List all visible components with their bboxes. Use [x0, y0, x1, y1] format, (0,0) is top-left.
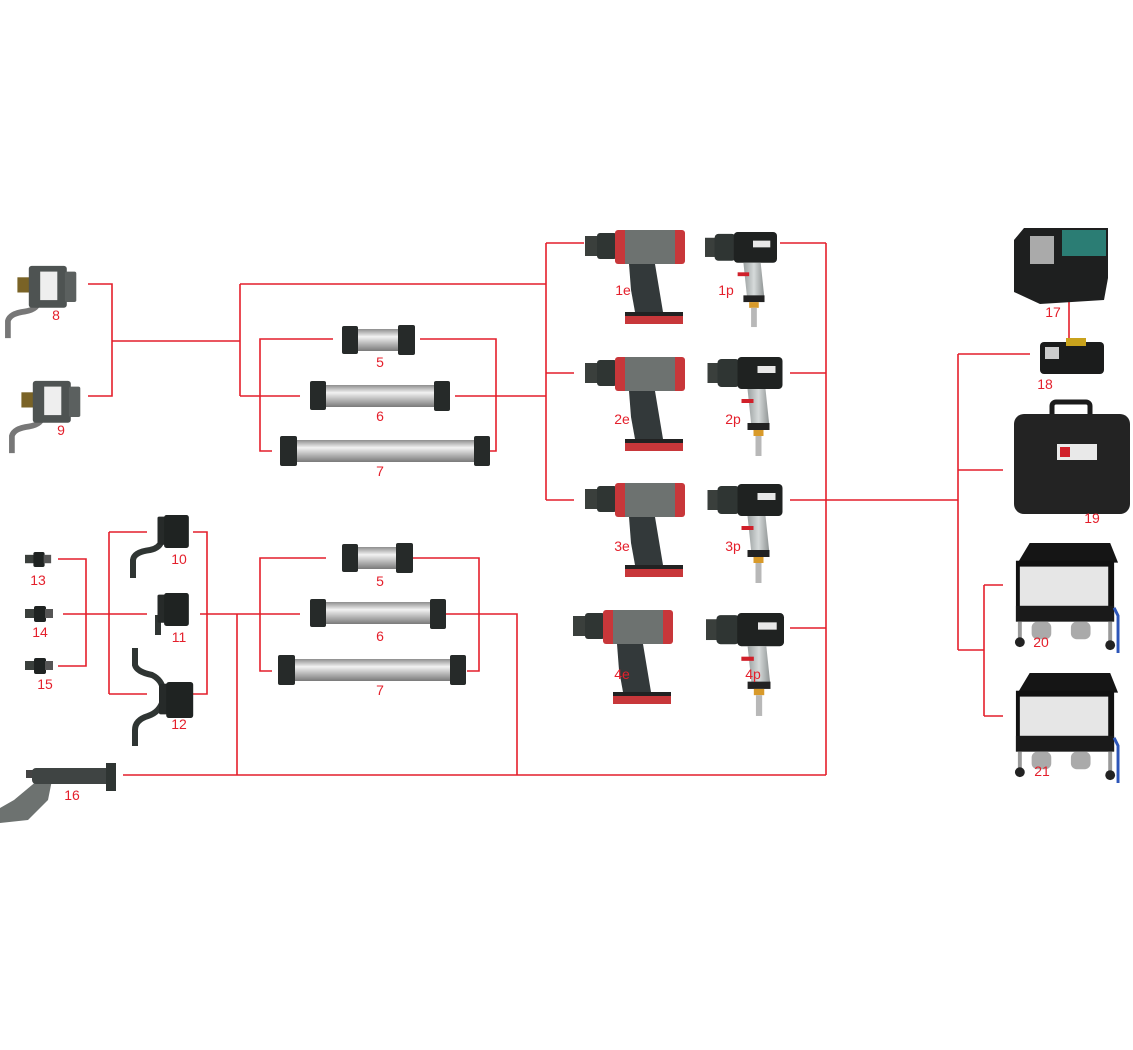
pneumatic-tool-4p — [706, 613, 784, 716]
adapter-13 — [25, 552, 52, 567]
extension-5-lower — [342, 543, 413, 573]
label-15: 15 — [37, 676, 53, 692]
extension-6-lower — [310, 599, 446, 629]
label-10: 10 — [171, 551, 187, 567]
reaction-adapter-9 — [12, 381, 80, 453]
electric-tool-1e — [585, 230, 685, 324]
electric-tool-3e — [585, 483, 685, 577]
battery-18 — [1040, 338, 1104, 374]
electric-tool-2e — [585, 357, 685, 451]
label-18: 18 — [1037, 376, 1053, 392]
label-6-lower: 6 — [376, 628, 384, 644]
adapter-15 — [25, 658, 53, 674]
test-bench-21 — [1013, 671, 1120, 785]
pneumatic-tool-2p — [707, 357, 783, 456]
label-8: 8 — [52, 307, 60, 323]
label-11: 11 — [172, 629, 187, 645]
label-5-lower: 5 — [376, 573, 384, 589]
label-14: 14 — [32, 624, 48, 640]
label-3e: 3e — [614, 538, 630, 554]
label-5-upper: 5 — [376, 354, 384, 370]
label-19: 19 — [1084, 510, 1100, 526]
label-20: 20 — [1033, 634, 1049, 650]
label-3p: 3p — [725, 538, 741, 554]
test-bench-20 — [1013, 541, 1120, 655]
label-9: 9 — [57, 422, 65, 438]
label-17: 17 — [1045, 304, 1061, 320]
adapter-14 — [25, 606, 53, 622]
label-21: 21 — [1034, 763, 1050, 779]
electric-tool-4e — [573, 610, 673, 704]
label-16: 16 — [64, 787, 80, 803]
item-labels: 1e 1p 2e 2p 3e 3p 4e 4p 5 6 7 5 6 7 8 9 … — [30, 282, 1100, 803]
carry-case-19 — [1014, 399, 1130, 514]
extension-7-lower — [278, 655, 466, 685]
extension-6-upper — [310, 381, 450, 411]
label-1p: 1p — [718, 282, 734, 298]
reaction-socket-10 — [130, 515, 189, 578]
reaction-adapter-8 — [8, 266, 76, 338]
label-4p: 4p — [745, 666, 761, 682]
connection-lines — [58, 242, 1070, 776]
pneumatic-tool-1p — [705, 232, 777, 328]
label-7-lower: 7 — [376, 682, 384, 698]
battery-charger-17 — [1014, 228, 1108, 304]
label-12: 12 — [171, 716, 187, 732]
reaction-socket-12 — [132, 648, 194, 746]
label-1e: 1e — [615, 282, 631, 298]
pneumatic-tool-3p — [707, 484, 783, 583]
extension-7-upper — [280, 436, 490, 466]
reaction-socket-11 — [155, 593, 189, 635]
label-13: 13 — [30, 572, 46, 588]
reaction-arm-16 — [0, 763, 116, 823]
label-6-upper: 6 — [376, 408, 384, 424]
label-7-upper: 7 — [376, 463, 384, 479]
extension-5-upper — [342, 325, 415, 355]
label-4e: 4e — [614, 666, 630, 682]
label-2e: 2e — [614, 411, 630, 427]
label-2p: 2p — [725, 411, 741, 427]
